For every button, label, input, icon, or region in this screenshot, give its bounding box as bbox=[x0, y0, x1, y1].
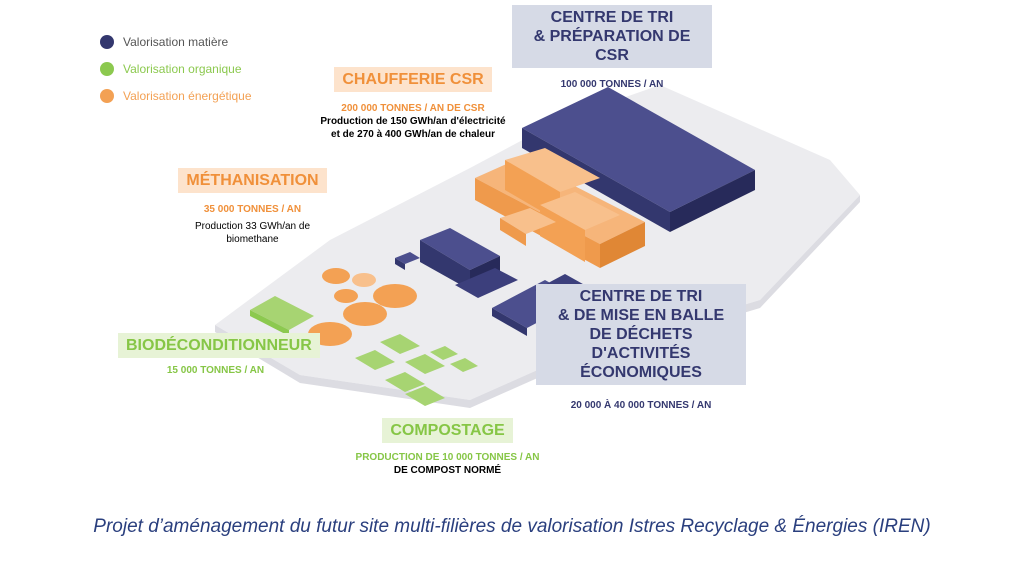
legend-dot-matiere bbox=[100, 34, 114, 49]
title-line: & DE MISE EN BALLE bbox=[557, 307, 725, 324]
label-centre-tri-csr: CENTRE DE TRI & PRÉPARATION DE CSR 100 0… bbox=[512, 5, 712, 91]
caption: Projet d’aménagement du futur site multi… bbox=[93, 516, 931, 537]
legend: Valorisation matière Valorisation organi… bbox=[100, 28, 252, 109]
biodeconditionneur-building bbox=[250, 296, 314, 336]
title-line: CENTRE DE TRI bbox=[550, 9, 674, 26]
label-line: Production de 150 GWh/an d'électricité bbox=[320, 116, 506, 127]
label-tonnage: 35 000 TONNES / AN bbox=[203, 204, 302, 215]
title-line: ÉCONOMIQUES bbox=[580, 364, 702, 381]
methanisation-building bbox=[395, 228, 518, 298]
label-biodeconditionneur: BIODÉCONDITIONNEUR 15 000 TONNES / AN bbox=[118, 333, 320, 377]
label-title: CENTRE DE TRI & PRÉPARATION DE CSR bbox=[512, 5, 712, 68]
label-title: CHAUFFERIE CSR bbox=[334, 67, 492, 92]
label-line: PRODUCTION DE 10 000 TONNES / AN bbox=[355, 452, 540, 463]
legend-label: Valorisation matière bbox=[123, 34, 229, 49]
legend-item: Valorisation organique bbox=[100, 55, 252, 82]
label-line: DE COMPOST NORMÉ bbox=[393, 465, 502, 476]
centre-tri-csr-building bbox=[522, 87, 755, 232]
label-methanisation: MÉTHANISATION 35 000 TONNES / AN Product… bbox=[170, 168, 335, 246]
chaufferie-csr-building bbox=[475, 148, 645, 268]
label-title: CENTRE DE TRI & DE MISE EN BALLE DE DÉCH… bbox=[536, 284, 746, 385]
label-compostage: COMPOSTAGE PRODUCTION DE 10 000 TONNES /… bbox=[345, 418, 550, 477]
label-line: Production 33 GWh/an de bbox=[194, 221, 311, 232]
methanisation-tanks bbox=[308, 268, 417, 346]
legend-dot-organique bbox=[100, 61, 114, 76]
label-line: biomethane bbox=[226, 234, 279, 245]
legend-label: Valorisation énergétique bbox=[123, 88, 252, 103]
label-title: MÉTHANISATION bbox=[178, 168, 327, 193]
label-title: COMPOSTAGE bbox=[382, 418, 513, 443]
legend-item: Valorisation énergétique bbox=[100, 82, 252, 109]
legend-dot-energetique bbox=[100, 88, 114, 103]
legend-label: Valorisation organique bbox=[123, 61, 242, 76]
title-line: DE DÉCHETS D'ACTIVITÉS bbox=[589, 326, 693, 362]
label-chaufferie-csr: CHAUFFERIE CSR 200 000 TONNES / AN DE CS… bbox=[298, 67, 528, 141]
label-tonnage: 20 000 À 40 000 TONNES / AN bbox=[570, 400, 712, 411]
label-tonnage: 200 000 TONNES / AN DE CSR bbox=[341, 103, 485, 114]
label-tonnage: 100 000 TONNES / AN bbox=[560, 79, 664, 90]
title-line: CENTRE DE TRI bbox=[579, 288, 703, 305]
label-centre-tri-dae: CENTRE DE TRI & DE MISE EN BALLE DE DÉCH… bbox=[536, 284, 746, 412]
legend-item: Valorisation matière bbox=[100, 28, 252, 55]
label-line: et de 270 à 400 GWh/an de chaleur bbox=[331, 129, 495, 140]
label-title: BIODÉCONDITIONNEUR bbox=[118, 333, 320, 358]
compostage-plots bbox=[355, 334, 478, 406]
title-line: & PRÉPARATION DE CSR bbox=[533, 28, 691, 64]
label-tonnage: 15 000 TONNES / AN bbox=[166, 365, 265, 376]
